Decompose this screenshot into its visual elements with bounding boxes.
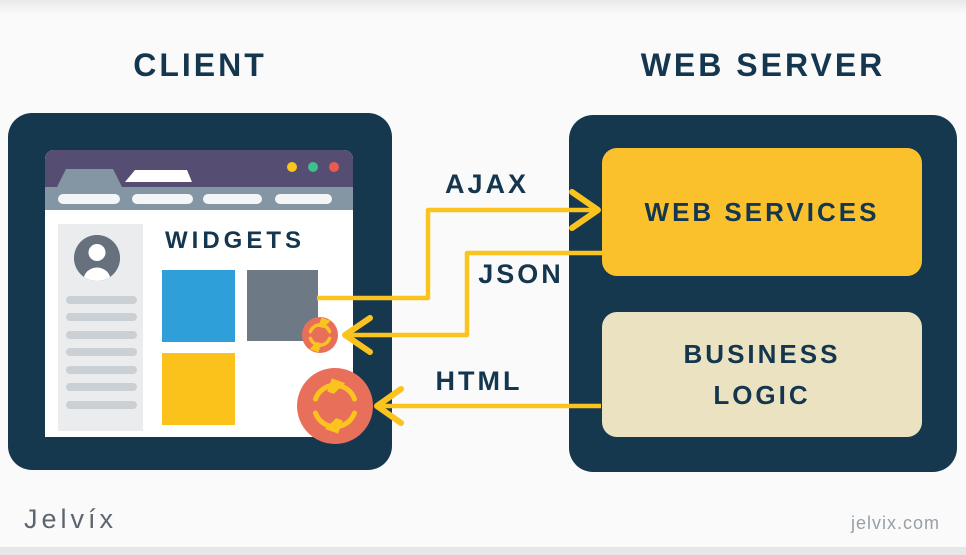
text-line-placeholder [66, 401, 137, 409]
browser-tab-active [57, 169, 122, 187]
website-url: jelvix.com [850, 513, 940, 533]
business-logic-box: BUSINESS LOGIC [602, 312, 922, 437]
text-line-placeholder [66, 313, 137, 321]
toolbar-pill [58, 194, 120, 204]
widget-tile-blue [162, 270, 235, 342]
profile-sidebar [58, 224, 143, 431]
text-line-placeholder [66, 348, 137, 356]
ajax-label: AJAX [444, 169, 530, 199]
text-line-placeholder [66, 331, 137, 339]
web-services-label: WEB SERVICES [644, 196, 880, 227]
toolbar-pill [203, 194, 262, 204]
browser-window: WIDGETS [45, 150, 353, 437]
text-line-placeholder [66, 383, 137, 391]
web-server-title: WEB SERVER [640, 47, 886, 83]
text-line-placeholder [66, 366, 137, 374]
widgets-heading: WIDGETS [165, 227, 305, 254]
red-dot-icon [329, 162, 339, 172]
refresh-sync-icon-small [302, 317, 338, 353]
top-edge-shade [0, 0, 966, 14]
toolbar-pill [132, 194, 193, 204]
jelvix-logo: Jelvíx [24, 504, 118, 534]
refresh-sync-icon-large [297, 368, 373, 444]
user-avatar-icon [74, 235, 120, 281]
browser-titlebar [45, 150, 353, 187]
browser-content: WIDGETS [45, 210, 353, 437]
json-label: JSON [478, 259, 564, 289]
business-logic-line2: LOGIC [713, 379, 811, 410]
html-label: HTML [435, 366, 523, 396]
window-control-dots [287, 162, 339, 172]
yellow-dot-icon [287, 162, 297, 172]
green-dot-icon [308, 162, 318, 172]
business-logic-line1: BUSINESS [683, 338, 841, 369]
bottom-edge-shade [0, 547, 966, 555]
browser-toolbar [45, 187, 353, 210]
client-panel: WIDGETS [8, 113, 392, 470]
web-services-box: WEB SERVICES [602, 148, 922, 276]
toolbar-pill [275, 194, 332, 204]
browser-tab-inactive [125, 170, 192, 182]
client-title: CLIENT [133, 47, 267, 83]
widget-tile-yellow [162, 353, 235, 425]
text-line-placeholder [66, 296, 137, 304]
web-server-panel: WEB SERVICES BUSINESS LOGIC [569, 115, 957, 472]
